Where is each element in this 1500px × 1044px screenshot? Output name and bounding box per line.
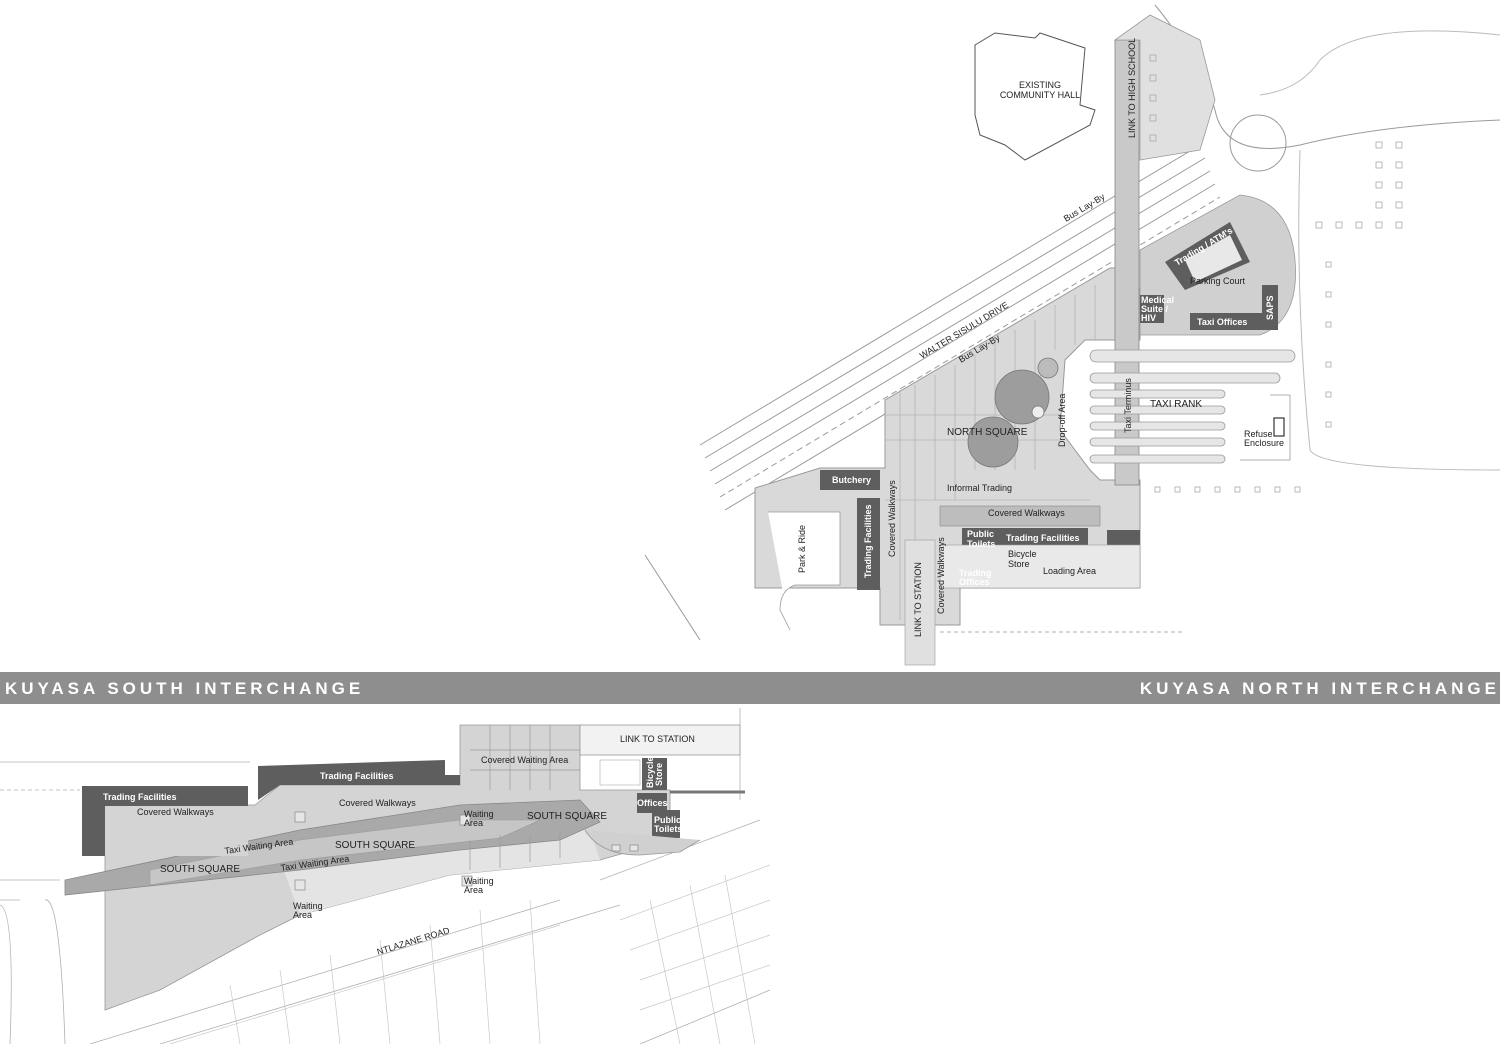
north-interchange-title: KUYASA NORTH INTERCHANGE	[1139, 679, 1500, 698]
south-link-to-station-block	[579, 724, 741, 756]
trading-facilities-2-label: Trading Facilities	[320, 771, 394, 781]
refuse-label-1: Refuse	[1244, 429, 1273, 439]
refuse-enclosure-block	[1273, 417, 1285, 437]
waiting-area-3-label-b: Area	[293, 910, 312, 920]
trading-facilities-h-label: Trading Facilities	[1006, 533, 1080, 543]
south-interchange-plan: LINK TO STATION Covered Waiting Area Tra…	[0, 708, 771, 1044]
existing-hall-label-2: COMMUNITY HALL	[1000, 90, 1080, 100]
existing-community-hall	[974, 32, 1096, 161]
refuse-label-2: Enclosure	[1244, 438, 1284, 448]
covered-walkways-v2-label: Covered Walkways	[936, 537, 946, 614]
roundabout	[1229, 114, 1287, 172]
south-bicycle-label-1: Bicycle	[645, 756, 655, 788]
park-and-ride-lot	[768, 511, 841, 631]
waiting-area-2-label-b: Area	[464, 885, 483, 895]
trading-facilities-v-label: Trading Facilities	[863, 504, 873, 578]
loading-area-label: Loading Area	[1043, 566, 1096, 576]
trading-facilities-building-2	[258, 760, 460, 800]
medical-label-3: HIV	[1141, 313, 1156, 323]
south-public-toilets-label-2: Toilets	[654, 824, 682, 834]
link-to-station-corridor	[904, 539, 936, 666]
waiting-area-1-label-a: Waiting	[464, 809, 494, 819]
offices-building	[637, 793, 667, 813]
waiting-area-2-label-a: Waiting	[464, 876, 494, 886]
waiting-area-1-label-b: Area	[464, 818, 483, 828]
covered-walkways-h-label: Covered Walkways	[988, 508, 1065, 518]
trading-facilities-1-label: Trading Facilities	[103, 792, 177, 802]
bicycle-store-building	[642, 758, 667, 790]
north-square-label: NORTH SQUARE	[947, 427, 1028, 438]
covered-walkways-1-label: Covered Walkways	[137, 807, 214, 817]
saps-building	[1262, 285, 1278, 330]
taxi-offices-label: Taxi Offices	[1197, 317, 1247, 327]
south-bicycle-label-2: Store	[654, 763, 664, 786]
public-toilets-label-1: Public	[967, 529, 994, 539]
taxi-terminus-label: Taxi Terminus	[1123, 378, 1133, 433]
public-toilets-building-south	[652, 810, 680, 838]
saps-label: SAPS	[1265, 295, 1275, 320]
title-banner	[0, 672, 1500, 704]
south-square-3-label: SOUTH SQUARE	[160, 864, 240, 875]
north-square-features	[967, 357, 1059, 468]
trading-facilities-horizontal-building	[1000, 528, 1088, 548]
butchery-building	[820, 470, 880, 490]
existing-hall-label: EXISTING	[1019, 80, 1061, 90]
link-high-school-label: LINK TO HIGH SCHOOL	[1127, 38, 1137, 138]
south-interchange-title: KUYASA SOUTH INTERCHANGE	[5, 679, 365, 698]
informal-trading-label: Informal Trading	[947, 483, 1012, 493]
medical-suite-building	[1140, 295, 1164, 323]
drop-off-label: Drop-off Area	[1057, 394, 1067, 447]
butchery-label: Butchery	[832, 475, 871, 485]
medical-label-1: Medical	[1141, 295, 1174, 305]
ntlazane-road-label: NTLAZANE ROAD	[376, 925, 452, 957]
trading-offices-label-1: Trading	[959, 568, 992, 578]
parking-court-label: Parking Court	[1190, 276, 1246, 286]
park-ride-label: Park & Ride	[797, 525, 807, 573]
taxi-rank-label: TAXI RANK	[1150, 399, 1202, 410]
trading-facilities-vertical-building	[857, 498, 880, 590]
bus-layby-label-1: Bus Lay-By	[1062, 191, 1107, 224]
waiting-area-3-label-a: Waiting	[293, 901, 323, 911]
covered-walkways-2-label: Covered Walkways	[339, 798, 416, 808]
south-square-2-label: SOUTH SQUARE	[335, 840, 415, 851]
south-link-to-station-label: LINK TO STATION	[620, 734, 695, 744]
south-offices-label: Offices	[637, 798, 668, 808]
covered-waiting-area-label: Covered Waiting Area	[481, 755, 568, 765]
south-public-toilets-label-1: Public	[654, 815, 681, 825]
link-to-station-label: LINK TO STATION	[913, 562, 923, 637]
bicycle-store-label-1: Bicycle	[1008, 549, 1037, 559]
taxi-rank-bays	[1089, 349, 1296, 464]
public-toilets-label-2: Toilets	[967, 539, 995, 549]
covered-walkways-v1-label: Covered Walkways	[887, 480, 897, 557]
trading-offices-label-2: Offices	[959, 577, 990, 587]
medical-label-2: Suite /	[1141, 304, 1169, 314]
bicycle-store-label-2: Store	[1008, 559, 1030, 569]
south-square-1-label: SOUTH SQUARE	[527, 811, 607, 822]
taxi-offices-building	[1190, 313, 1262, 330]
north-interchange-plan: EXISTING COMMUNITY HALL LINK TO HIGH SCH…	[644, 4, 1500, 666]
